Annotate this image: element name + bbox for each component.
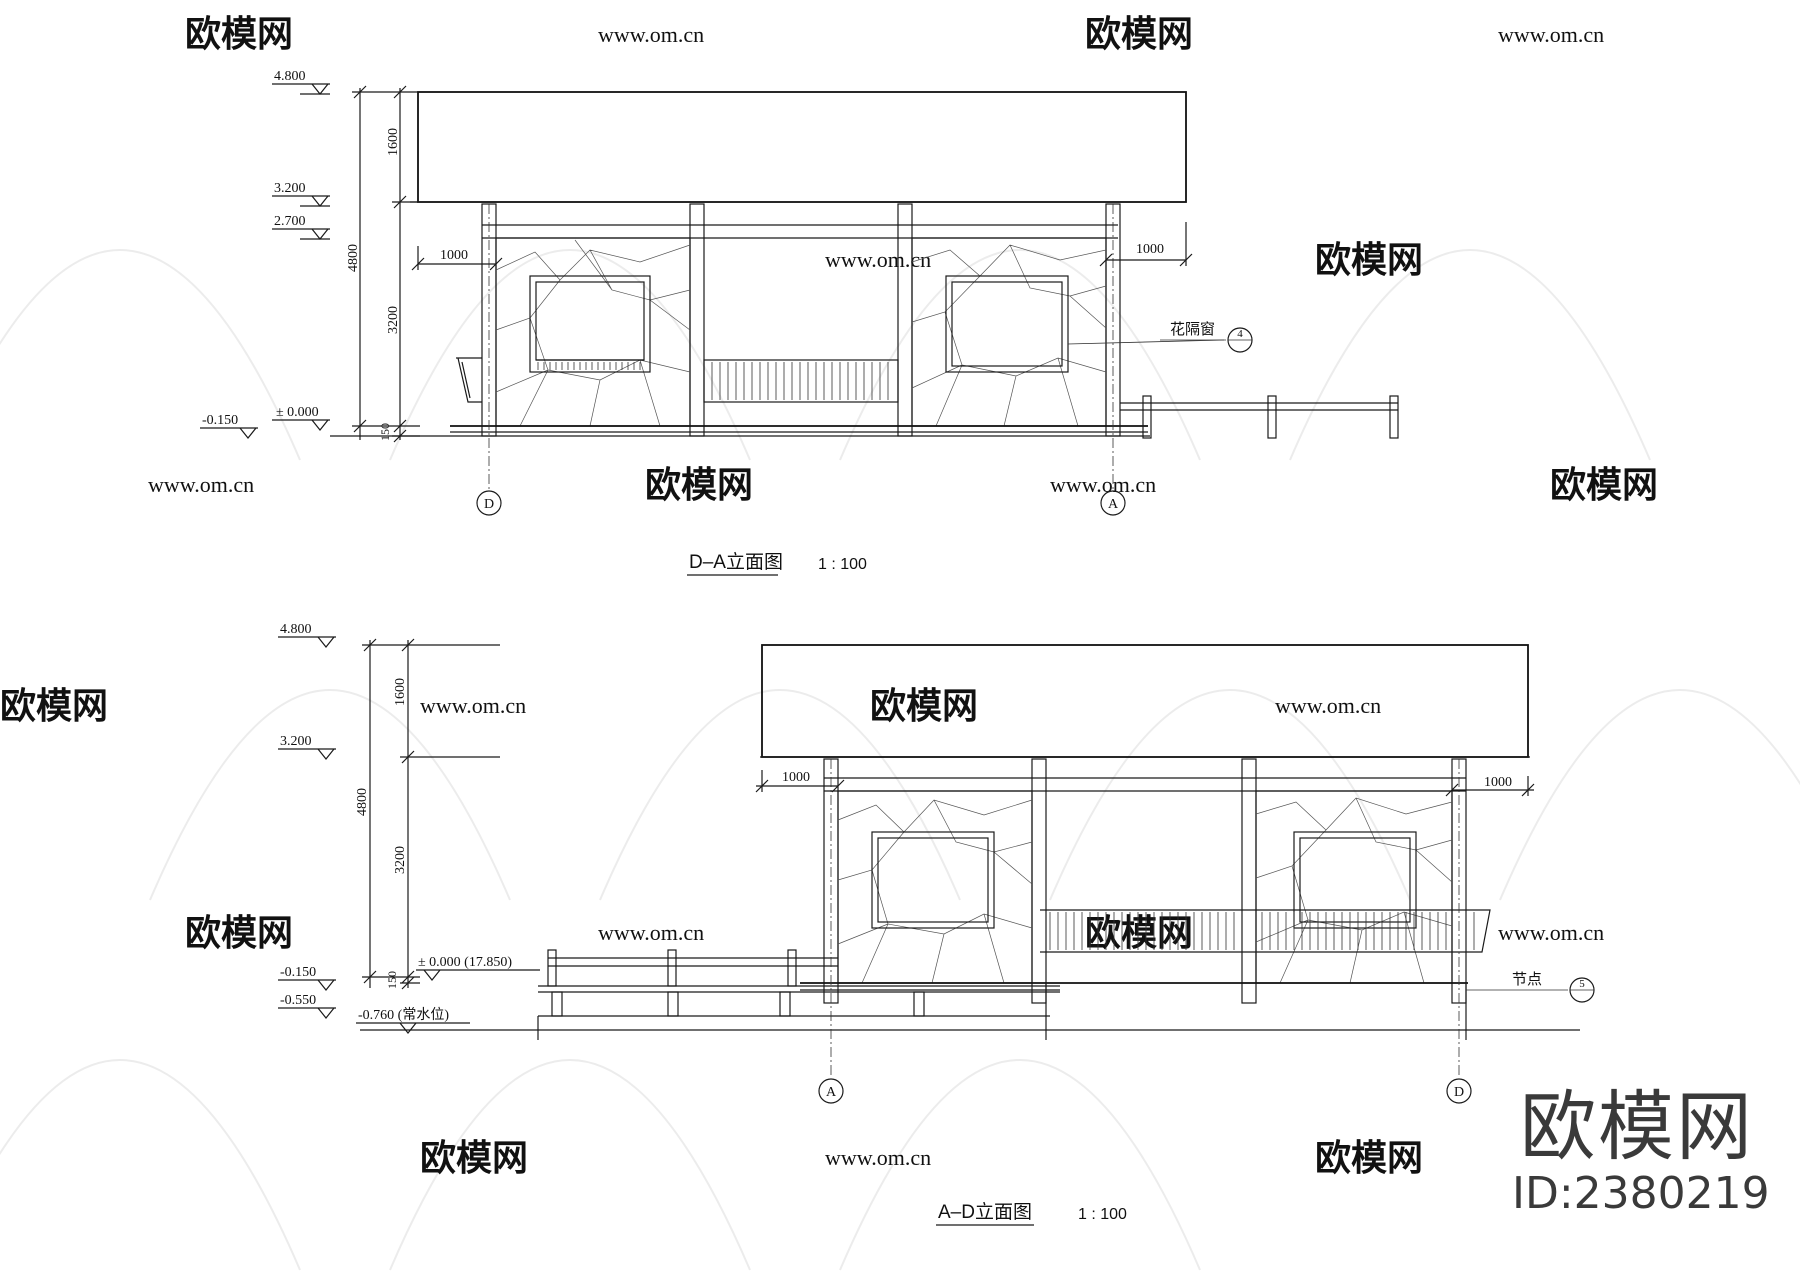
callout-lattice-window: 花隔窗 4 <box>1067 320 1253 353</box>
brand-stamp: 欧模网 ID:2380219 <box>1512 1082 1770 1219</box>
level-label: -0.550 <box>280 993 316 1008</box>
stone-wall-right <box>911 237 1107 427</box>
watermark-url: www.om.cn <box>825 247 931 272</box>
level-label: -0.150 <box>280 965 316 980</box>
watermark-url: www.om.cn <box>1050 472 1156 497</box>
elevation-title: D–A立面图 <box>689 551 783 573</box>
dim-label: 3200 <box>393 846 408 874</box>
callout-label: 花隔窗 <box>1170 320 1215 338</box>
elevation-scale: 1 : 100 <box>1078 1206 1127 1223</box>
watermark-brand: 欧模网 <box>0 686 108 726</box>
level-label: -0.150 <box>202 413 238 428</box>
fence-right <box>1120 395 1399 439</box>
model-id: ID:2380219 <box>1512 1168 1770 1219</box>
watermark-brand: 欧模网 <box>870 686 978 726</box>
dim-label: 1000 <box>440 248 468 263</box>
callout-ref: 4 <box>1237 328 1243 340</box>
stone-wall-right <box>1255 790 1453 984</box>
level-label: ± 0.000 (17.850) <box>418 955 512 970</box>
stone-wall-left <box>837 790 1033 984</box>
axis-label: A <box>1108 497 1119 512</box>
watermark-url: www.om.cn <box>1498 22 1604 47</box>
watermark-arcs <box>0 249 1800 1271</box>
grid-axis-a: A <box>1100 204 1126 516</box>
level-label: -0.760 (常水位) <box>358 1007 449 1023</box>
elevation-scale: 1 : 100 <box>818 556 867 573</box>
level-label: 3.200 <box>274 181 306 196</box>
watermark-brand: 欧模网 <box>185 14 293 54</box>
dim-label: 1600 <box>386 128 401 156</box>
stone-wall-left <box>495 237 691 427</box>
dim-label: 3200 <box>386 306 401 334</box>
callout-ref: 5 <box>1579 978 1585 990</box>
vertical-dimensions: 1600 4800 3200 150 <box>346 85 420 443</box>
level-label: 2.700 <box>274 214 306 229</box>
elevation-a-d: A D 1600 4800 3200 150 4.800 <box>278 622 1595 1226</box>
railing <box>1040 909 1491 953</box>
watermark-brand: 欧模网 <box>1550 465 1658 505</box>
grid-axis-d: D <box>1446 759 1472 1104</box>
dim-label: 150 <box>378 423 392 441</box>
watermark-url: www.om.cn <box>1498 920 1604 945</box>
watermark-url: www.om.cn <box>420 693 526 718</box>
watermark-brand: 欧模网 <box>1315 1138 1423 1178</box>
watermark-brand: 欧模网 <box>1315 240 1423 280</box>
grid-axis-a: A <box>818 759 844 1104</box>
callout-detail-node: 节点 5 <box>1466 971 1595 1003</box>
columns <box>481 203 1121 437</box>
level-label: 4.800 <box>280 622 312 637</box>
overhang-dimensions: 1000 1000 <box>755 770 1535 797</box>
watermark-url: www.om.cn <box>148 472 254 497</box>
dim-label: 1600 <box>393 678 408 706</box>
dim-label: 1000 <box>1484 775 1512 790</box>
watermark-layer: 欧模网 欧模网 欧模网 欧模网 欧模网 欧模网 欧模网 欧模网 欧模网 欧模网 … <box>0 14 1800 1271</box>
watermark-brand: 欧模网 <box>1085 913 1193 953</box>
dim-label: 4800 <box>355 788 370 816</box>
watermark-brand: 欧模网 <box>1085 14 1193 54</box>
level-label: ± 0.000 <box>276 405 319 420</box>
boardwalk-left <box>537 949 1060 1040</box>
lattice-window-left <box>871 831 995 929</box>
axis-label: D <box>1454 1085 1464 1100</box>
dim-label: 4800 <box>346 244 361 272</box>
watermark-url: www.om.cn <box>598 920 704 945</box>
callout-label: 节点 <box>1512 971 1542 988</box>
level-label: 3.200 <box>280 734 312 749</box>
dim-label: 1000 <box>1136 242 1164 257</box>
dim-label: 1000 <box>782 770 810 785</box>
level-markers: 4.800 3.200 ± 0.000 (17.850) -0.150 -0.5… <box>278 622 540 1034</box>
roof-fascia <box>417 91 1187 203</box>
brand-name: 欧模网 <box>1520 1082 1754 1171</box>
axis-label: D <box>484 497 494 512</box>
watermark-url: www.om.cn <box>825 1145 931 1170</box>
lattice-window-right <box>945 275 1069 373</box>
elevation-title: A–D立面图 <box>938 1201 1032 1223</box>
level-markers: 4.800 3.200 2.700 ± 0.000 -0.150 <box>200 69 330 439</box>
center-bench <box>703 359 899 403</box>
level-label: 4.800 <box>274 69 306 84</box>
watermark-url: www.om.cn <box>598 22 704 47</box>
lattice-window-right <box>1293 831 1417 929</box>
watermark-brand: 欧模网 <box>420 1138 528 1178</box>
lattice-window-left <box>529 275 651 373</box>
vertical-dimensions: 1600 4800 3200 150 <box>355 638 500 990</box>
grid-axis-d: D <box>476 204 502 516</box>
watermark-brand: 欧模网 <box>185 913 293 953</box>
elevation-d-a: D A 1600 4800 3200 150 4.800 <box>200 69 1399 576</box>
columns <box>823 758 1467 1004</box>
dim-label: 150 <box>385 971 399 989</box>
axis-label: A <box>826 1085 837 1100</box>
watermark-url: www.om.cn <box>1275 693 1381 718</box>
overhang-dimensions: 1000 1000 <box>411 222 1193 271</box>
watermark-brand: 欧模网 <box>645 465 753 505</box>
